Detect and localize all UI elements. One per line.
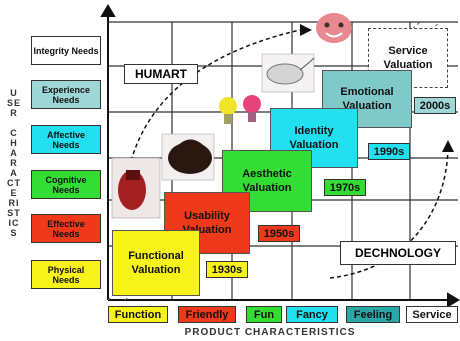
need-effective: Effective Needs [31,214,101,243]
product-label: Friendly [185,308,229,321]
product-label: Service [412,308,452,321]
valuation-label: Service Valuation [383,45,433,71]
need-label: Experience Needs [41,84,91,105]
valuation-functional: Functional Valuation [112,230,200,296]
product-label: Fancy [296,308,328,321]
dechnology-arrowhead [442,140,454,152]
product-label: Feeling [353,308,393,321]
humart-label: HUMART [135,67,187,81]
valuation-label: Functional Valuation [128,250,184,276]
valuation-label: Aesthetic Valuation [242,168,292,194]
year-1970s: 1970s [324,179,366,196]
year-label: 1990s [373,145,405,158]
year-label: 1950s [263,227,295,240]
product-label: Fun [253,308,275,321]
valuation-label: Usability Valuation [182,210,232,236]
year-1990s: 1990s [368,143,410,160]
year-label: 2000s [419,99,451,112]
humart-callout: HUMART [124,64,198,84]
y-axis-title-bottom: CHARACTERISTICS [7,128,21,238]
need-physical: Physical Needs [31,260,101,289]
need-integrity: Integrity Needs [31,36,101,65]
need-label: Integrity Needs [33,45,99,56]
year-2000s: 2000s [414,97,456,114]
year-label: 1930s [211,263,243,276]
product-friendly: Friendly [178,306,236,323]
need-label: Effective Needs [47,218,85,239]
x-axis-title: PRODUCT CHARACTERISTICS [150,327,390,338]
humart-arrowhead [300,24,312,36]
x-axis-title-label: PRODUCT CHARACTERISTICS [184,327,356,338]
product-feeling: Feeling [346,306,400,323]
dechnology-label: DECHNOLOGY [354,246,441,260]
need-cognitive: Cognitive Needs [31,170,101,199]
product-function: Function [108,306,168,323]
product-fun: Fun [246,306,282,323]
need-affective: Affective Needs [31,125,101,154]
product-fancy: Fancy [286,306,338,323]
year-label: 1970s [329,181,361,194]
dechnology-callout: DECHNOLOGY [340,241,456,265]
need-label: Affective Needs [46,129,85,150]
need-experience: Experience Needs [31,80,101,109]
axis-arrows [100,4,460,308]
need-label: Cognitive Needs [45,174,87,195]
year-1930s: 1930s [206,261,248,278]
valuation-label: Identity Valuation [289,125,339,151]
curved-arrows [124,29,449,279]
y-axis-title-top: USER [7,88,22,118]
need-label: Physical Needs [47,264,85,285]
product-label: Function [114,308,162,321]
product-service: Service [406,306,458,323]
y-axis-title: USER CHARACTERISTICS [7,88,21,238]
year-1950s: 1950s [258,225,300,242]
